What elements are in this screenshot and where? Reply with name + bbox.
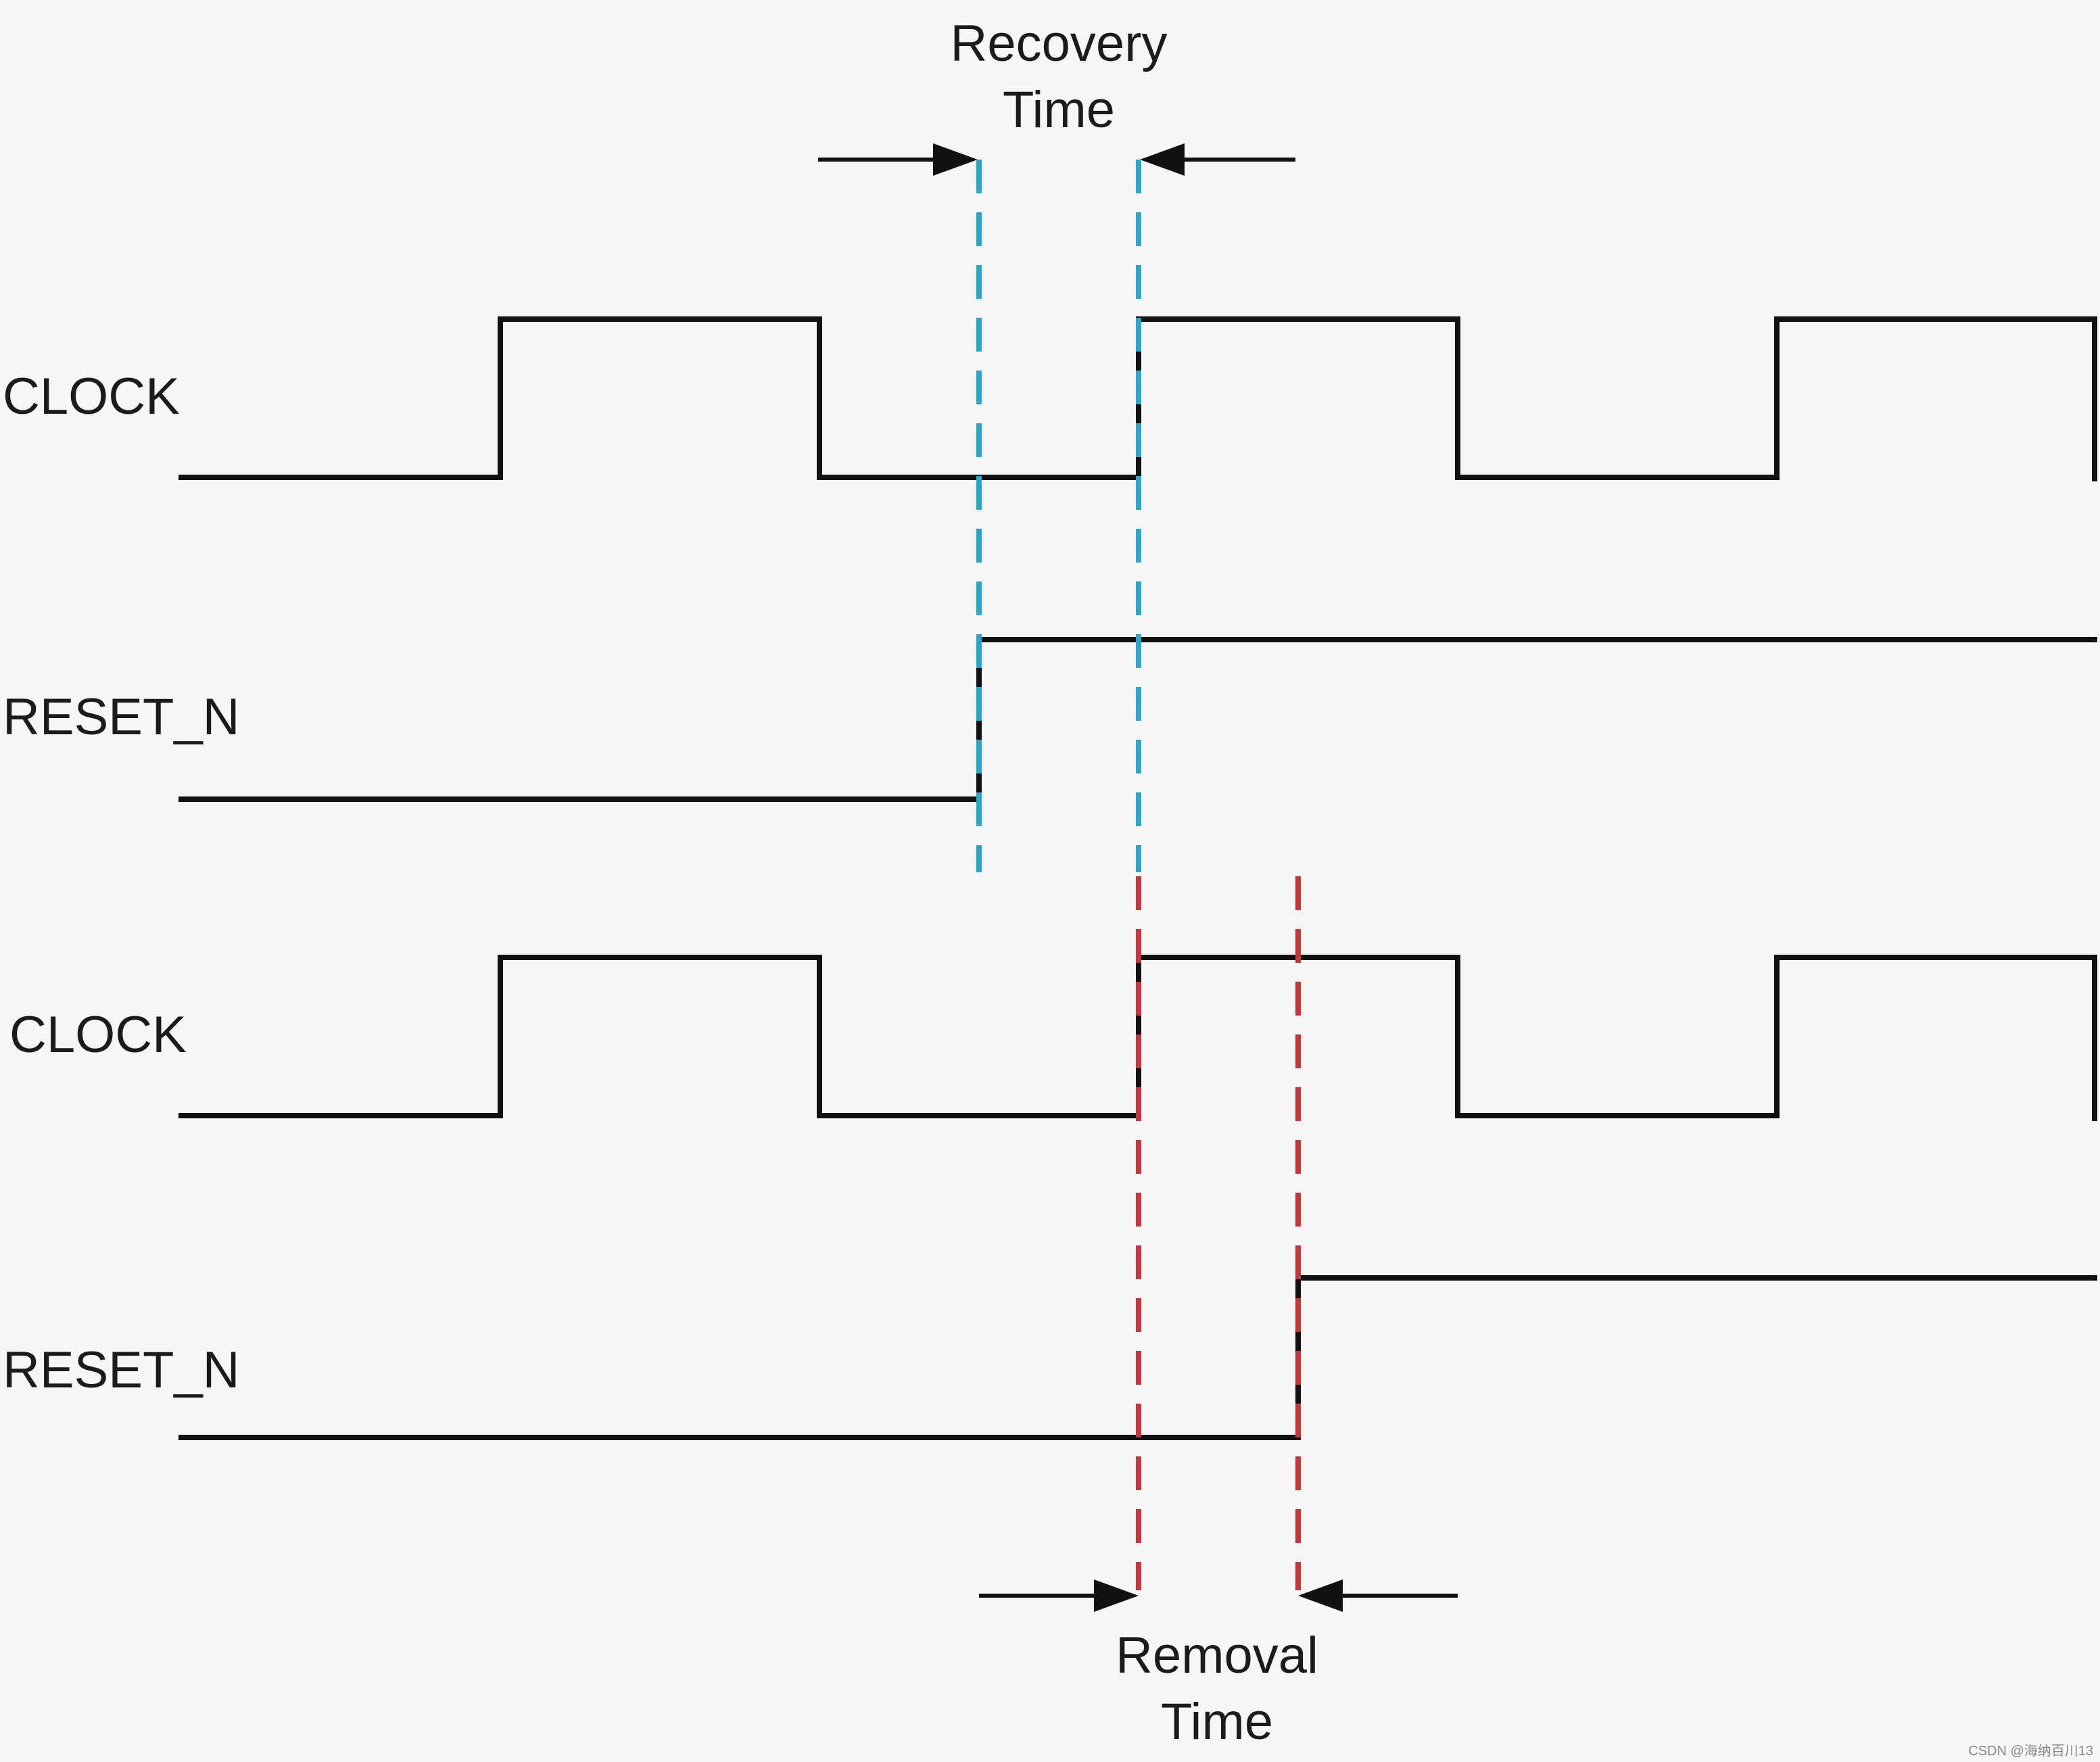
recovery-time-label-line2: Time [1003, 81, 1115, 139]
removal-arrow-left [979, 1579, 1139, 1612]
signal-label-reset-bottom: RESET_N [3, 1341, 240, 1399]
removal-arrow-right [1298, 1579, 1458, 1612]
recovery-arrow-left [818, 143, 978, 176]
signal-label-reset-top: RESET_N [3, 688, 240, 746]
recovery-time-label-line1: Recovery [951, 15, 1168, 72]
signal-label-clock-bottom: CLOCK [9, 1006, 187, 1064]
removal-time-label-line1: Removal [1116, 1627, 1318, 1684]
removal-time-label-line2: Time [1161, 1693, 1273, 1751]
watermark-text: CSDN @海纳百川13 [1968, 1743, 2093, 1759]
recovery-arrow-right [1140, 143, 1295, 176]
signal-label-clock-top: CLOCK [3, 368, 180, 425]
